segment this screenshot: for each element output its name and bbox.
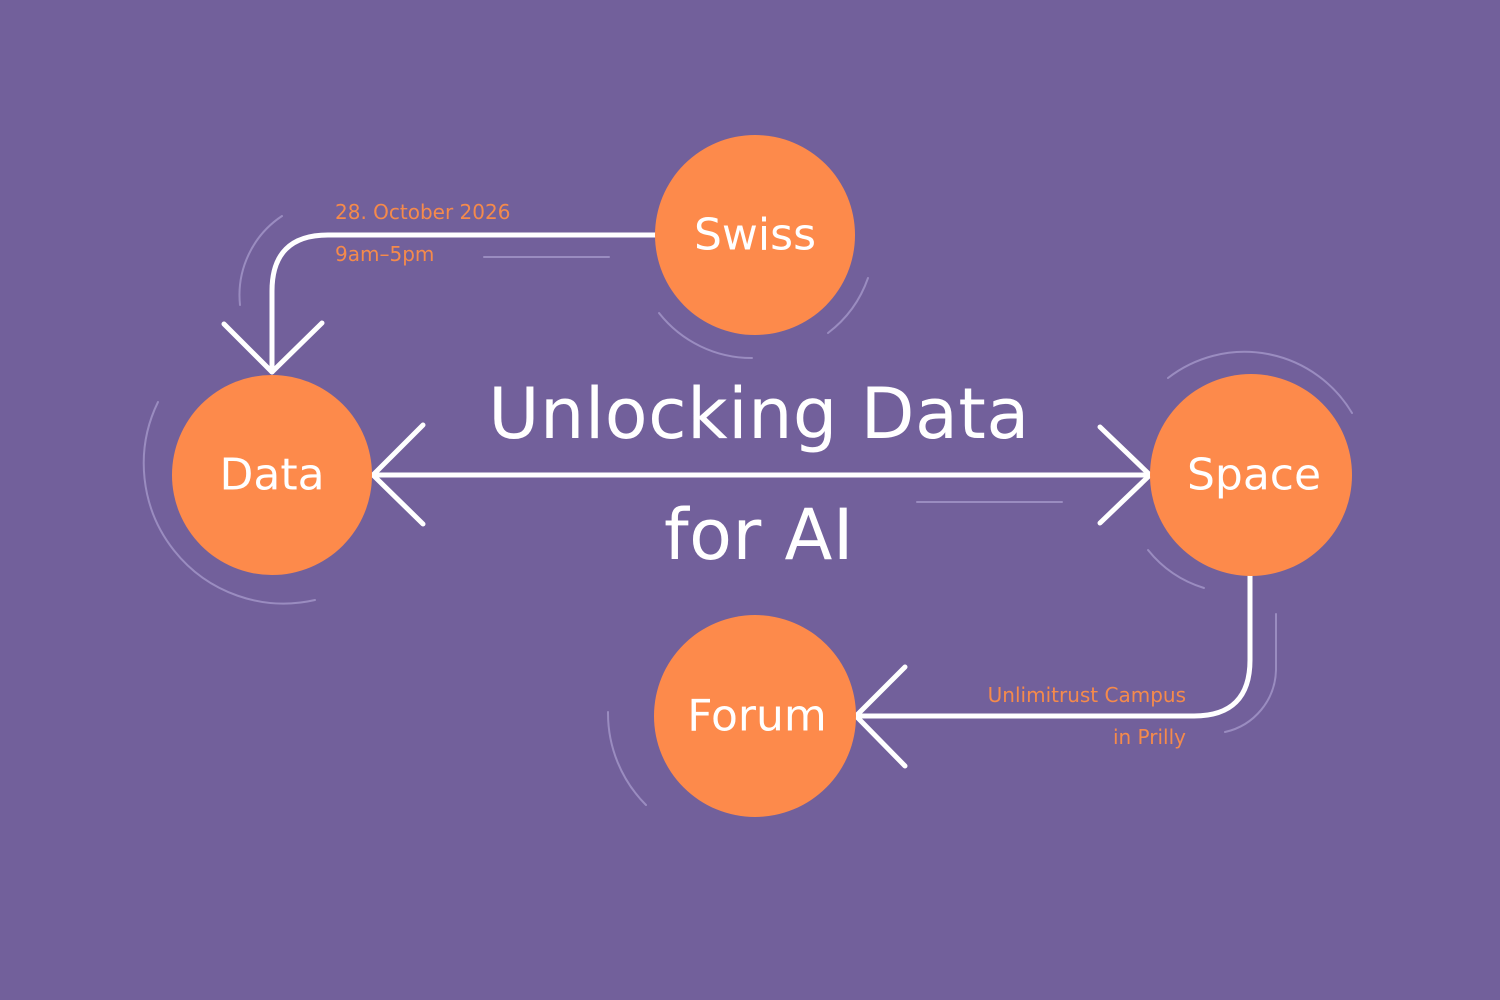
node-label: Swiss [694, 210, 816, 261]
arrowhead-down-icon [221, 320, 325, 375]
title-line-1: Unlocking Data [488, 373, 1030, 455]
node-forum: Forum [654, 615, 856, 817]
arrowhead-left-icon [370, 422, 426, 527]
edge-space-to-forum [853, 572, 1253, 719]
node-circle [654, 615, 856, 817]
deco-arc-data-left [142, 401, 316, 605]
decorations [142, 215, 1353, 806]
node-circle [172, 375, 372, 575]
event-date: 28. October 2026 [335, 200, 510, 224]
node-circle [655, 135, 855, 335]
page-title: Unlocking Data for AI [488, 373, 1030, 576]
node-label: Forum [687, 691, 827, 742]
title-line-2: for AI [664, 494, 854, 576]
event-time: 9am–5pm [335, 242, 434, 266]
node-label: Space [1187, 450, 1321, 501]
event-details: 28. October 2026 9am–5pm Unlimitrust Cam… [335, 200, 1186, 749]
event-venue: Unlimitrust Campus [988, 683, 1186, 707]
deco-arc-forum-left [606, 711, 647, 806]
node-circle [1150, 374, 1352, 576]
node-swiss: Swiss [655, 135, 855, 335]
node-label: Data [219, 450, 324, 501]
deco-arc-swiss-top-left [238, 215, 283, 306]
deco-arc-swiss-bottom-left [658, 312, 753, 360]
node-data: Data [172, 375, 372, 575]
deco-arc-right-curve [1224, 613, 1277, 733]
deco-arc-space-bottom [1147, 549, 1205, 589]
deco-arc-swiss-bottom-right [827, 277, 869, 334]
node-space: Space [1150, 374, 1352, 576]
deco-arc-space-top [1167, 350, 1353, 414]
edge-swiss-to-data [269, 232, 659, 375]
event-venue-city: in Prilly [1113, 725, 1186, 749]
